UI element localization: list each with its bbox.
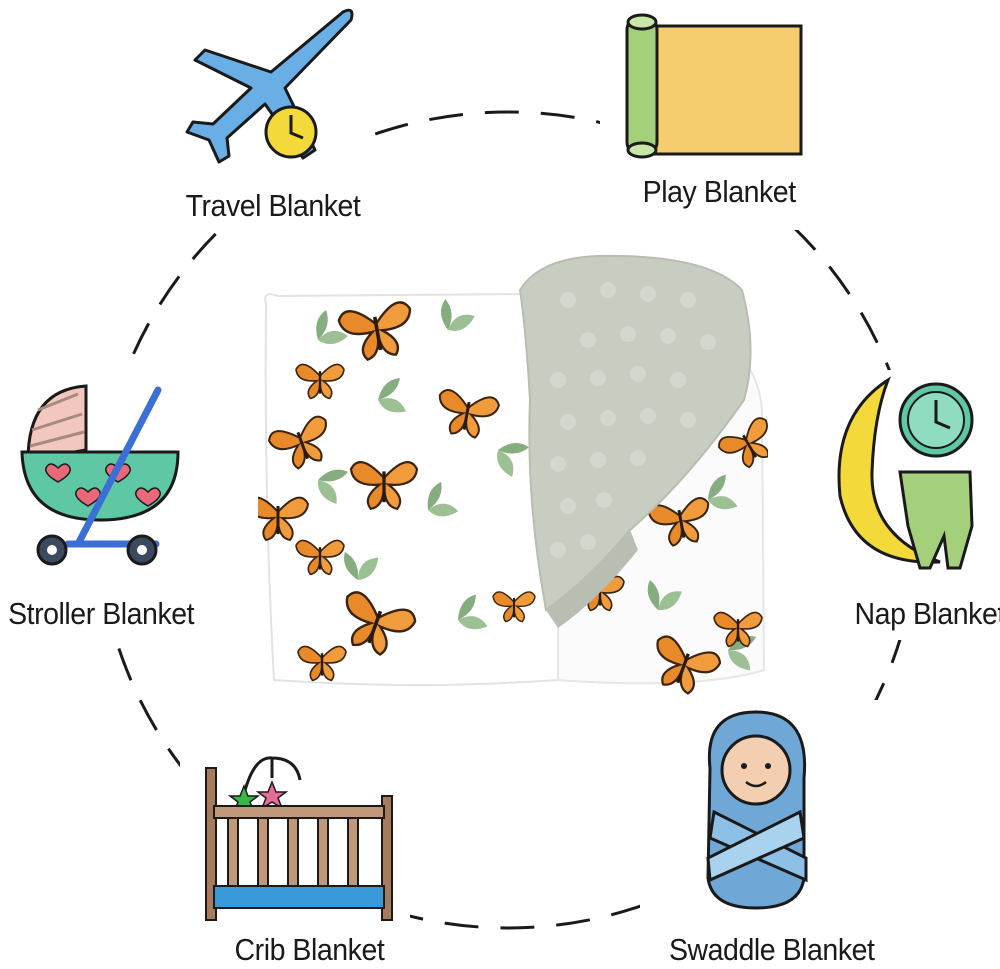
swaddle-blanket-label: Swaddle Blanket bbox=[668, 932, 875, 967]
airplane-clock-icon bbox=[185, 8, 354, 164]
play-blanket-label: Play Blanket bbox=[642, 174, 796, 209]
crib-icon bbox=[205, 756, 393, 921]
moon-clock-blanket-icon bbox=[837, 376, 974, 570]
stroller-blanket-label: Stroller Blanket bbox=[8, 596, 195, 631]
travel-blanket-label: Travel Blanket bbox=[185, 188, 361, 223]
minky-dots bbox=[550, 282, 716, 558]
crib-blanket-label: Crib Blanket bbox=[234, 932, 385, 967]
swaddled-baby-icon bbox=[706, 710, 808, 910]
butterfly-blanket-image bbox=[258, 254, 768, 702]
nap-blanket-label: Nap Blanket bbox=[854, 596, 1000, 631]
stroller-icon bbox=[20, 384, 180, 566]
play-mat-roll-icon bbox=[625, 13, 803, 159]
